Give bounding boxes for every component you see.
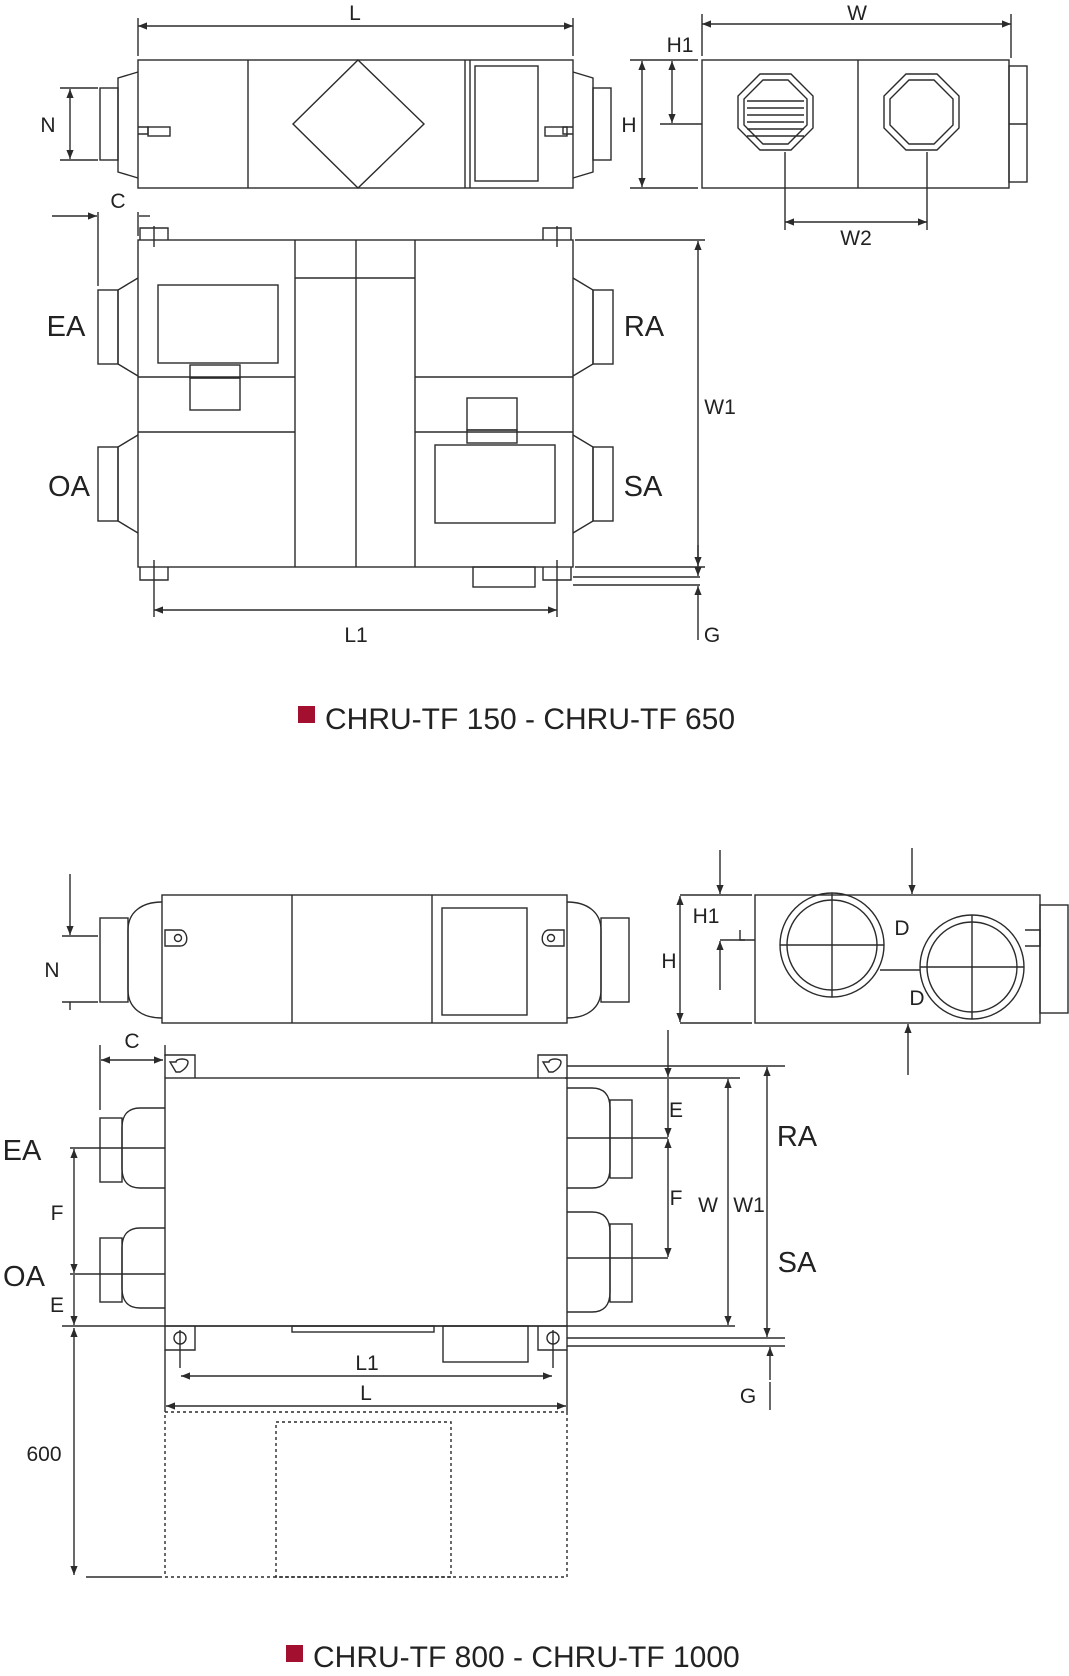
top-plan-view (52, 212, 705, 640)
top-dim-L: L (349, 2, 361, 25)
bottom-dim-H: H (661, 950, 676, 973)
top-dim-W2: W2 (840, 227, 872, 250)
bottom-port-EA: EA (3, 1135, 42, 1167)
bottom-dim-D-bottom: D (909, 987, 924, 1010)
top-dim-G: G (704, 624, 720, 647)
bottom-port-RA: RA (777, 1121, 818, 1153)
bottom-dim-D-top: D (894, 917, 909, 940)
bottom-plan-view (62, 1030, 785, 1578)
top-dim-L1: L1 (344, 624, 367, 647)
bottom-dim-G: G (740, 1385, 756, 1408)
bottom-front-view (62, 874, 630, 1024)
bottom-caption: CHRU-TF 800 - CHRU-TF 1000 (313, 1641, 740, 1674)
bottom-dim-C: C (124, 1030, 139, 1053)
bottom-dim-L1: L1 (355, 1352, 378, 1375)
bottom-port-SA: SA (778, 1247, 817, 1279)
bottom-dim-W1: W1 (733, 1194, 765, 1217)
bottom-dim-E-right: E (669, 1099, 683, 1122)
bottom-dim-N: N (44, 959, 59, 982)
top-end-view (630, 14, 1028, 230)
bottom-dim-H1: H1 (693, 905, 720, 928)
top-port-OA: OA (48, 471, 91, 503)
bottom-dim-W: W (698, 1194, 718, 1217)
top-port-SA: SA (624, 471, 663, 503)
top-dim-W1: W1 (704, 396, 736, 419)
bottom-dim-E: E (50, 1294, 64, 1317)
bottom-port-OA: OA (3, 1261, 46, 1293)
top-dim-W: W (847, 2, 867, 25)
top-dim-H1: H1 (667, 34, 694, 57)
bottom-dim-F: F (51, 1202, 64, 1225)
top-caption: CHRU-TF 150 - CHRU-TF 650 (325, 703, 735, 736)
top-dim-N: N (40, 114, 55, 137)
top-dim-C: C (110, 190, 125, 213)
bottom-dim-F-right: F (670, 1187, 683, 1210)
bottom-dim-L: L (360, 1382, 372, 1405)
top-dim-H: H (621, 114, 636, 137)
top-front-view (60, 18, 612, 189)
caption-marker-top (298, 706, 315, 723)
caption-marker-bottom (286, 1645, 303, 1662)
top-port-EA: EA (47, 311, 86, 343)
top-port-RA: RA (624, 311, 665, 343)
bottom-end-view (676, 848, 1069, 1075)
bottom-dim-600: 600 (26, 1443, 61, 1466)
